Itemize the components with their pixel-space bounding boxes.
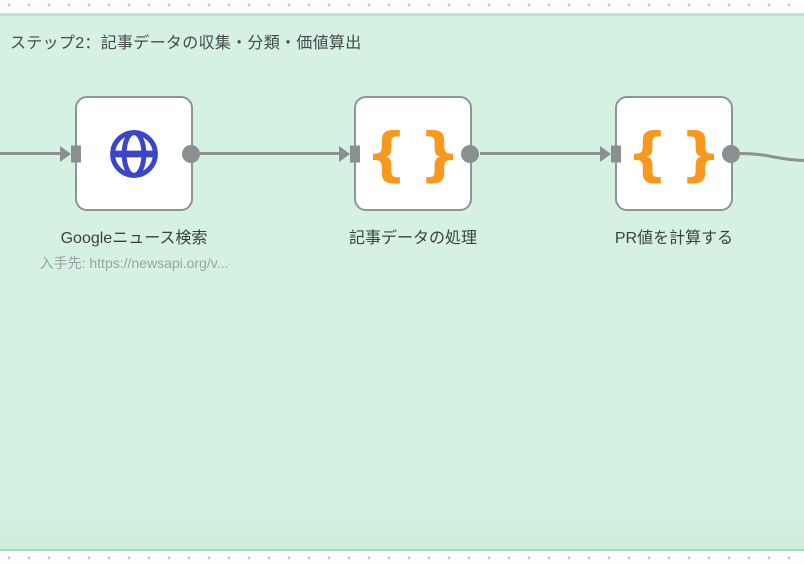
node-subtitle: 入手先: https://newsapi.org/v... [39,255,229,271]
input-arrow-icon [600,145,611,162]
node-card[interactable] [60,96,200,211]
canvas-dot-grid-bottom [0,551,804,564]
node-card[interactable]: {} [600,96,740,211]
input-arrow-icon [60,145,71,162]
output-port[interactable] [722,144,740,163]
code-braces-icon: {} [626,119,734,188]
output-port[interactable] [461,144,479,163]
input-port[interactable] [71,145,81,162]
node-calculate-pr-value[interactable]: {} PR値を計算する [600,96,740,247]
node-card[interactable]: {} [339,96,479,211]
node-google-news-search[interactable]: Googleニュース検索 入手先: https://newsapi.org/v.… [40,96,228,271]
output-port[interactable] [182,144,200,163]
globe-icon [110,129,158,178]
code-braces-icon: {} [365,119,473,188]
sticky-note-title: ステップ2：記事データの収集・分類・価値算出 [10,35,362,52]
node-label: PR値を計算する [614,230,734,247]
node-label: 記事データの処理 [348,230,478,247]
input-arrow-icon [339,145,350,162]
edge-outgoing-right[interactable] [739,152,804,162]
canvas-dot-grid-top [0,0,804,13]
input-port[interactable] [611,145,621,162]
node-label: Googleニュース検索 [60,230,208,247]
node-process-article-data[interactable]: {} 記事データの処理 [339,96,479,247]
input-port[interactable] [350,145,360,162]
